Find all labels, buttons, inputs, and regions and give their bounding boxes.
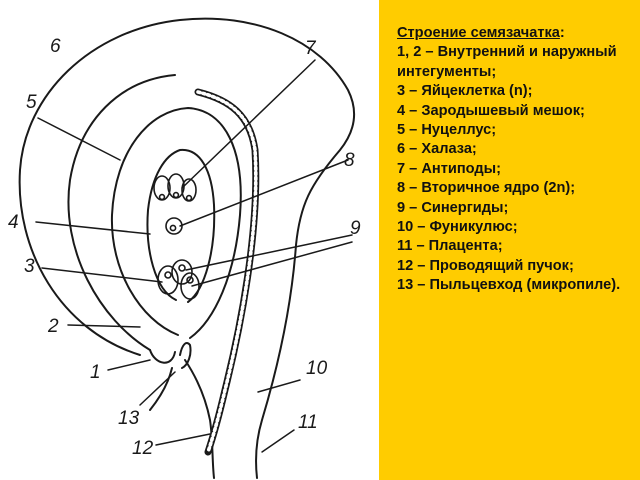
label-3: 3 xyxy=(24,256,35,277)
legend-title-colon: : xyxy=(559,25,565,41)
legend-item: 11 – Плацента; xyxy=(397,238,503,255)
legend-item: 9 – Синергиды; xyxy=(397,199,509,216)
legend-item: 13 – Пыльцевход (микропиле). xyxy=(397,277,621,294)
ovule-diagram: 1 2 3 4 5 6 7 8 9 10 11 12 13 xyxy=(8,17,361,479)
ovule-diagram-panel: 1 2 3 4 5 6 7 8 9 10 11 12 13 xyxy=(0,0,379,480)
legend-item: 12 – Проводящий пучок; xyxy=(397,257,574,274)
label-1: 1 xyxy=(90,362,101,383)
legend-title-row: Строение семязачатка: xyxy=(397,24,633,43)
leader-lines xyxy=(35,59,353,453)
legend-item: 1, 2 – Внутренний и наружный интегументы… xyxy=(397,44,617,80)
legend-item: 5 – Нуцеллус; xyxy=(397,122,497,139)
label-8: 8 xyxy=(344,150,355,171)
legend-item: 10 – Фуникулюс; xyxy=(397,219,518,236)
diagram-number-labels: 1 2 3 4 5 6 7 8 9 10 11 12 13 xyxy=(8,36,361,459)
legend-item: 7 – Антиподы; xyxy=(397,160,501,177)
label-2: 2 xyxy=(47,316,59,337)
label-13: 13 xyxy=(118,408,140,429)
label-9: 9 xyxy=(350,218,361,239)
egg-apparatus xyxy=(157,259,200,300)
legend-item: 4 – Зародышевый мешок; xyxy=(397,102,585,119)
legend-title: Строение семязачатка xyxy=(397,25,560,41)
legend-item: 3 – Яйцеклетка (n); xyxy=(397,83,533,100)
outer-integument-outline xyxy=(18,17,356,479)
legend: Строение семязачатка: 1, 2 – Внутренний … xyxy=(397,24,633,296)
legend-item: 8 – Вторичное ядро (2n); xyxy=(397,180,576,197)
label-5: 5 xyxy=(26,92,37,113)
label-11: 11 xyxy=(298,412,318,433)
label-10: 10 xyxy=(306,358,328,379)
label-12: 12 xyxy=(132,438,154,459)
label-4: 4 xyxy=(8,212,19,233)
vascular-bundle-dots xyxy=(196,90,258,454)
nucellus-outline xyxy=(110,107,242,339)
inner-integument-outline xyxy=(67,74,176,351)
antipodal-cells xyxy=(153,173,197,202)
label-7: 7 xyxy=(305,38,317,59)
label-6: 6 xyxy=(50,36,61,57)
funiculus-lower-edge xyxy=(184,359,215,479)
embryo-sac-outline xyxy=(146,148,216,303)
legend-item: 6 – Халаза; xyxy=(397,141,477,158)
